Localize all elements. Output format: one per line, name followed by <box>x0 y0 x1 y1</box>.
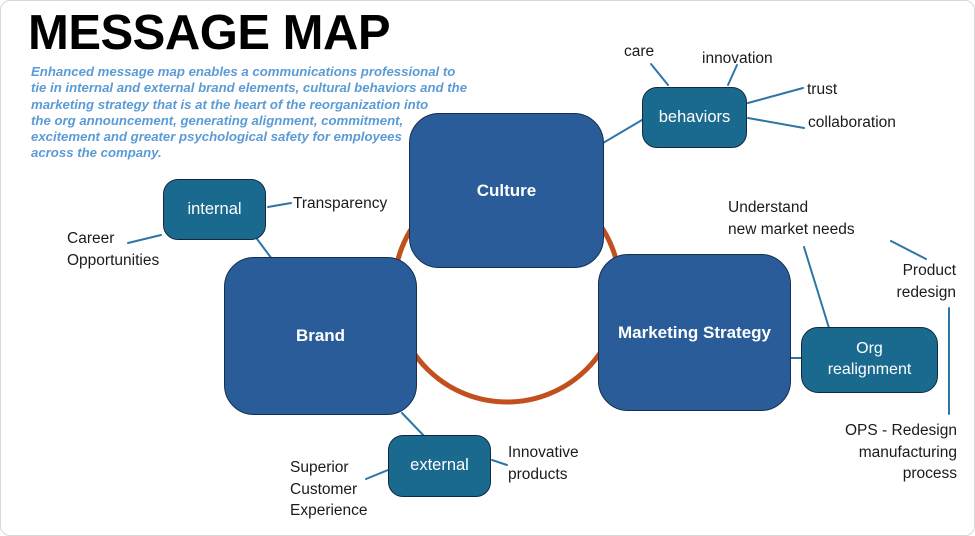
node-brand-label: Brand <box>295 326 346 345</box>
node-brand: Brand <box>224 257 417 415</box>
label-transparency: Transparency <box>293 195 388 212</box>
label-career-opportunities: Career Opportunities <box>67 230 160 269</box>
connector-lines <box>127 63 950 480</box>
connector-understand-product <box>890 240 927 260</box>
label-ops-redesign-manufacturing-process: OPS - Redesign manufacturing process <box>845 422 957 482</box>
node-behaviors: behaviors <box>642 87 747 148</box>
label-superior-customer-experience: Superior Customer Experience <box>290 459 368 519</box>
connector-internal-career <box>127 234 162 244</box>
connector-behaviors-collaboration <box>747 117 805 129</box>
connector-culture-behaviors <box>602 119 643 144</box>
label-care: care <box>624 43 655 60</box>
label-product-redesign: Product redesign <box>896 262 956 301</box>
label-innovation: innovation <box>702 50 773 67</box>
connector-behaviors-trust <box>747 87 804 104</box>
connector-internal-transparency <box>267 202 292 208</box>
connector-external-superior <box>365 469 389 480</box>
node-behaviors-label: behaviors <box>658 107 731 126</box>
node-culture-label: Culture <box>476 180 537 200</box>
connector-behaviors-care <box>650 63 669 86</box>
node-marketing-strategy: Marketing Strategy <box>598 254 791 411</box>
node-culture: Culture <box>409 113 604 268</box>
node-marketing-strategy-label: Marketing Strategy <box>617 322 772 342</box>
node-internal: internal <box>163 179 266 240</box>
label-understand-new-market-needs: Understand new market needs <box>728 199 855 238</box>
node-org-realignment: Org realignment <box>801 327 938 393</box>
label-trust: trust <box>807 81 838 98</box>
connector-external-innovative <box>491 459 508 466</box>
node-external: external <box>388 435 491 497</box>
node-org-realignment-label: Org realignment <box>827 340 912 378</box>
connector-org-understand <box>803 246 830 329</box>
connector-internal-brand <box>256 238 273 260</box>
connector-brand-external <box>401 412 426 438</box>
connector-behaviors-innovation <box>727 64 738 86</box>
label-collaboration: collaboration <box>808 114 896 131</box>
label-innovative-products: Innovative products <box>508 444 579 483</box>
subtitle-text: Enhanced message map enables a communica… <box>31 64 468 161</box>
page-title: MESSAGE MAP <box>28 6 391 60</box>
node-internal-label: internal <box>187 199 242 218</box>
node-external-label: external <box>410 456 469 475</box>
